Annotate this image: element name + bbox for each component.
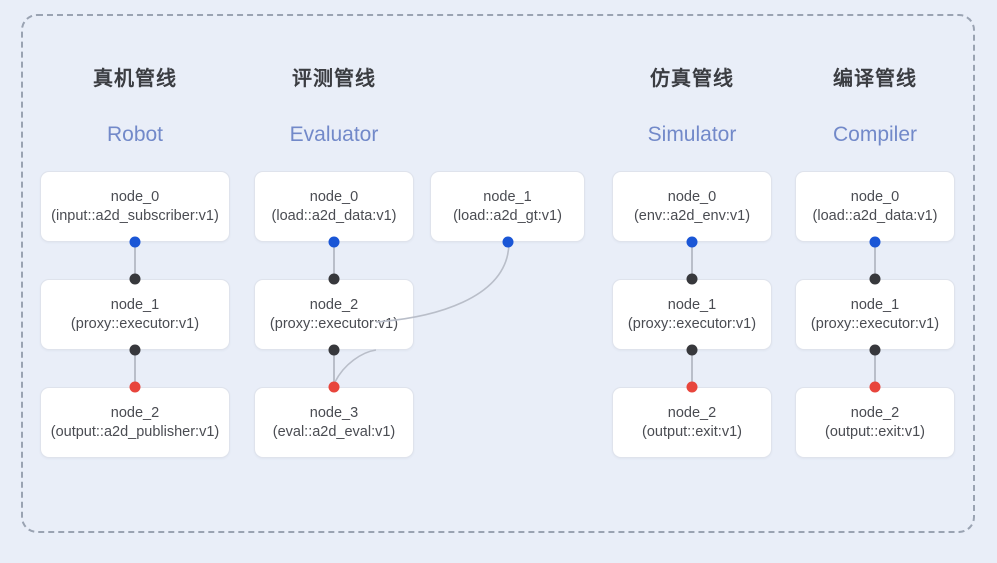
port-out-evaluator-extra-node_1[interactable]	[502, 236, 513, 248]
column-title-en-compiler: Compiler	[832, 123, 918, 146]
node-card-robot-node_2[interactable]: node_2(output::a2d_publisher:v1)	[40, 387, 230, 458]
port-in-simulator-node_1[interactable]	[686, 273, 698, 285]
node-name: node_2	[309, 296, 359, 313]
port-out-robot-node_0[interactable]	[129, 236, 141, 248]
node-card-compiler-node_1[interactable]: node_1(proxy::executor:v1)	[795, 279, 955, 350]
node-type: (eval::a2d_eval:v1)	[272, 423, 396, 440]
port-out-evaluator-node_0[interactable]	[328, 236, 340, 248]
node-type: (input::a2d_subscriber:v1)	[51, 207, 219, 224]
connector-line	[874, 350, 876, 387]
port-out-compiler-node_0[interactable]	[869, 236, 881, 248]
port-out-robot-node_1[interactable]	[129, 344, 141, 356]
column-title-cn-evaluator: 评测管线	[292, 68, 376, 90]
port-in-evaluator-node_3[interactable]	[328, 381, 340, 393]
column-title-cn-compiler: 编译管线	[833, 68, 917, 90]
node-type: (output::exit:v1)	[825, 423, 925, 440]
node-card-evaluator-node_1[interactable]: node_1(load::a2d_gt:v1)	[430, 171, 585, 242]
node-card-robot-node_1[interactable]: node_1(proxy::executor:v1)	[40, 279, 230, 350]
node-name: node_0	[110, 188, 160, 205]
node-name: node_0	[850, 188, 900, 205]
column-title-cn-robot: 真机管线	[93, 68, 177, 90]
node-name: node_1	[850, 296, 900, 313]
port-in-compiler-node_2[interactable]	[869, 381, 881, 393]
node-card-simulator-node_1[interactable]: node_1(proxy::executor:v1)	[612, 279, 772, 350]
column-title-en-evaluator: Evaluator	[289, 123, 379, 146]
column-title-en-simulator: Simulator	[647, 123, 737, 146]
node-card-evaluator-node_2[interactable]: node_2(proxy::executor:v1)	[254, 279, 414, 350]
node-card-evaluator-node_3[interactable]: node_3(eval::a2d_eval:v1)	[254, 387, 414, 458]
node-name: node_2	[667, 404, 717, 421]
node-type: (load::a2d_data:v1)	[271, 207, 397, 224]
node-type: (load::a2d_data:v1)	[812, 207, 938, 224]
port-out-compiler-node_1[interactable]	[869, 344, 881, 356]
node-name: node_3	[309, 404, 359, 421]
column-title-en-robot: Robot	[106, 123, 164, 146]
node-card-compiler-node_0[interactable]: node_0(load::a2d_data:v1)	[795, 171, 955, 242]
node-type: (proxy::executor:v1)	[627, 315, 757, 332]
node-type: (proxy::executor:v1)	[269, 315, 399, 332]
node-type: (proxy::executor:v1)	[70, 315, 200, 332]
node-card-evaluator-node_0[interactable]: node_0(load::a2d_data:v1)	[254, 171, 414, 242]
port-in-robot-node_1[interactable]	[129, 273, 141, 285]
connector-line	[874, 242, 876, 279]
port-in-evaluator-node_2[interactable]	[328, 273, 340, 285]
node-card-compiler-node_2[interactable]: node_2(output::exit:v1)	[795, 387, 955, 458]
node-name: node_0	[667, 188, 717, 205]
node-type: (env::a2d_env:v1)	[633, 207, 751, 224]
pipeline-group-frame	[21, 14, 975, 533]
connector-line	[134, 242, 136, 279]
port-in-compiler-node_1[interactable]	[869, 273, 881, 285]
node-type: (output::exit:v1)	[642, 423, 742, 440]
connector-line	[691, 350, 693, 387]
port-in-simulator-node_2[interactable]	[686, 381, 698, 393]
connector-line	[134, 350, 136, 387]
node-card-simulator-node_2[interactable]: node_2(output::exit:v1)	[612, 387, 772, 458]
port-in-robot-node_2[interactable]	[129, 381, 141, 393]
node-name: node_1	[110, 296, 160, 313]
node-card-robot-node_0[interactable]: node_0(input::a2d_subscriber:v1)	[40, 171, 230, 242]
port-out-simulator-node_1[interactable]	[686, 344, 698, 356]
node-type: (load::a2d_gt:v1)	[453, 207, 562, 224]
node-type: (output::a2d_publisher:v1)	[50, 423, 220, 440]
node-card-simulator-node_0[interactable]: node_0(env::a2d_env:v1)	[612, 171, 772, 242]
node-name: node_0	[309, 188, 359, 205]
connector-line	[333, 242, 335, 279]
node-type: (proxy::executor:v1)	[810, 315, 940, 332]
connector-line	[691, 242, 693, 279]
node-name: node_2	[110, 404, 160, 421]
node-name: node_2	[850, 404, 900, 421]
node-name: node_1	[483, 188, 532, 205]
connector-line	[333, 350, 335, 387]
node-name: node_1	[667, 296, 717, 313]
port-out-evaluator-node_2[interactable]	[328, 344, 340, 356]
column-title-cn-simulator: 仿真管线	[650, 68, 734, 90]
port-out-simulator-node_0[interactable]	[686, 236, 698, 248]
